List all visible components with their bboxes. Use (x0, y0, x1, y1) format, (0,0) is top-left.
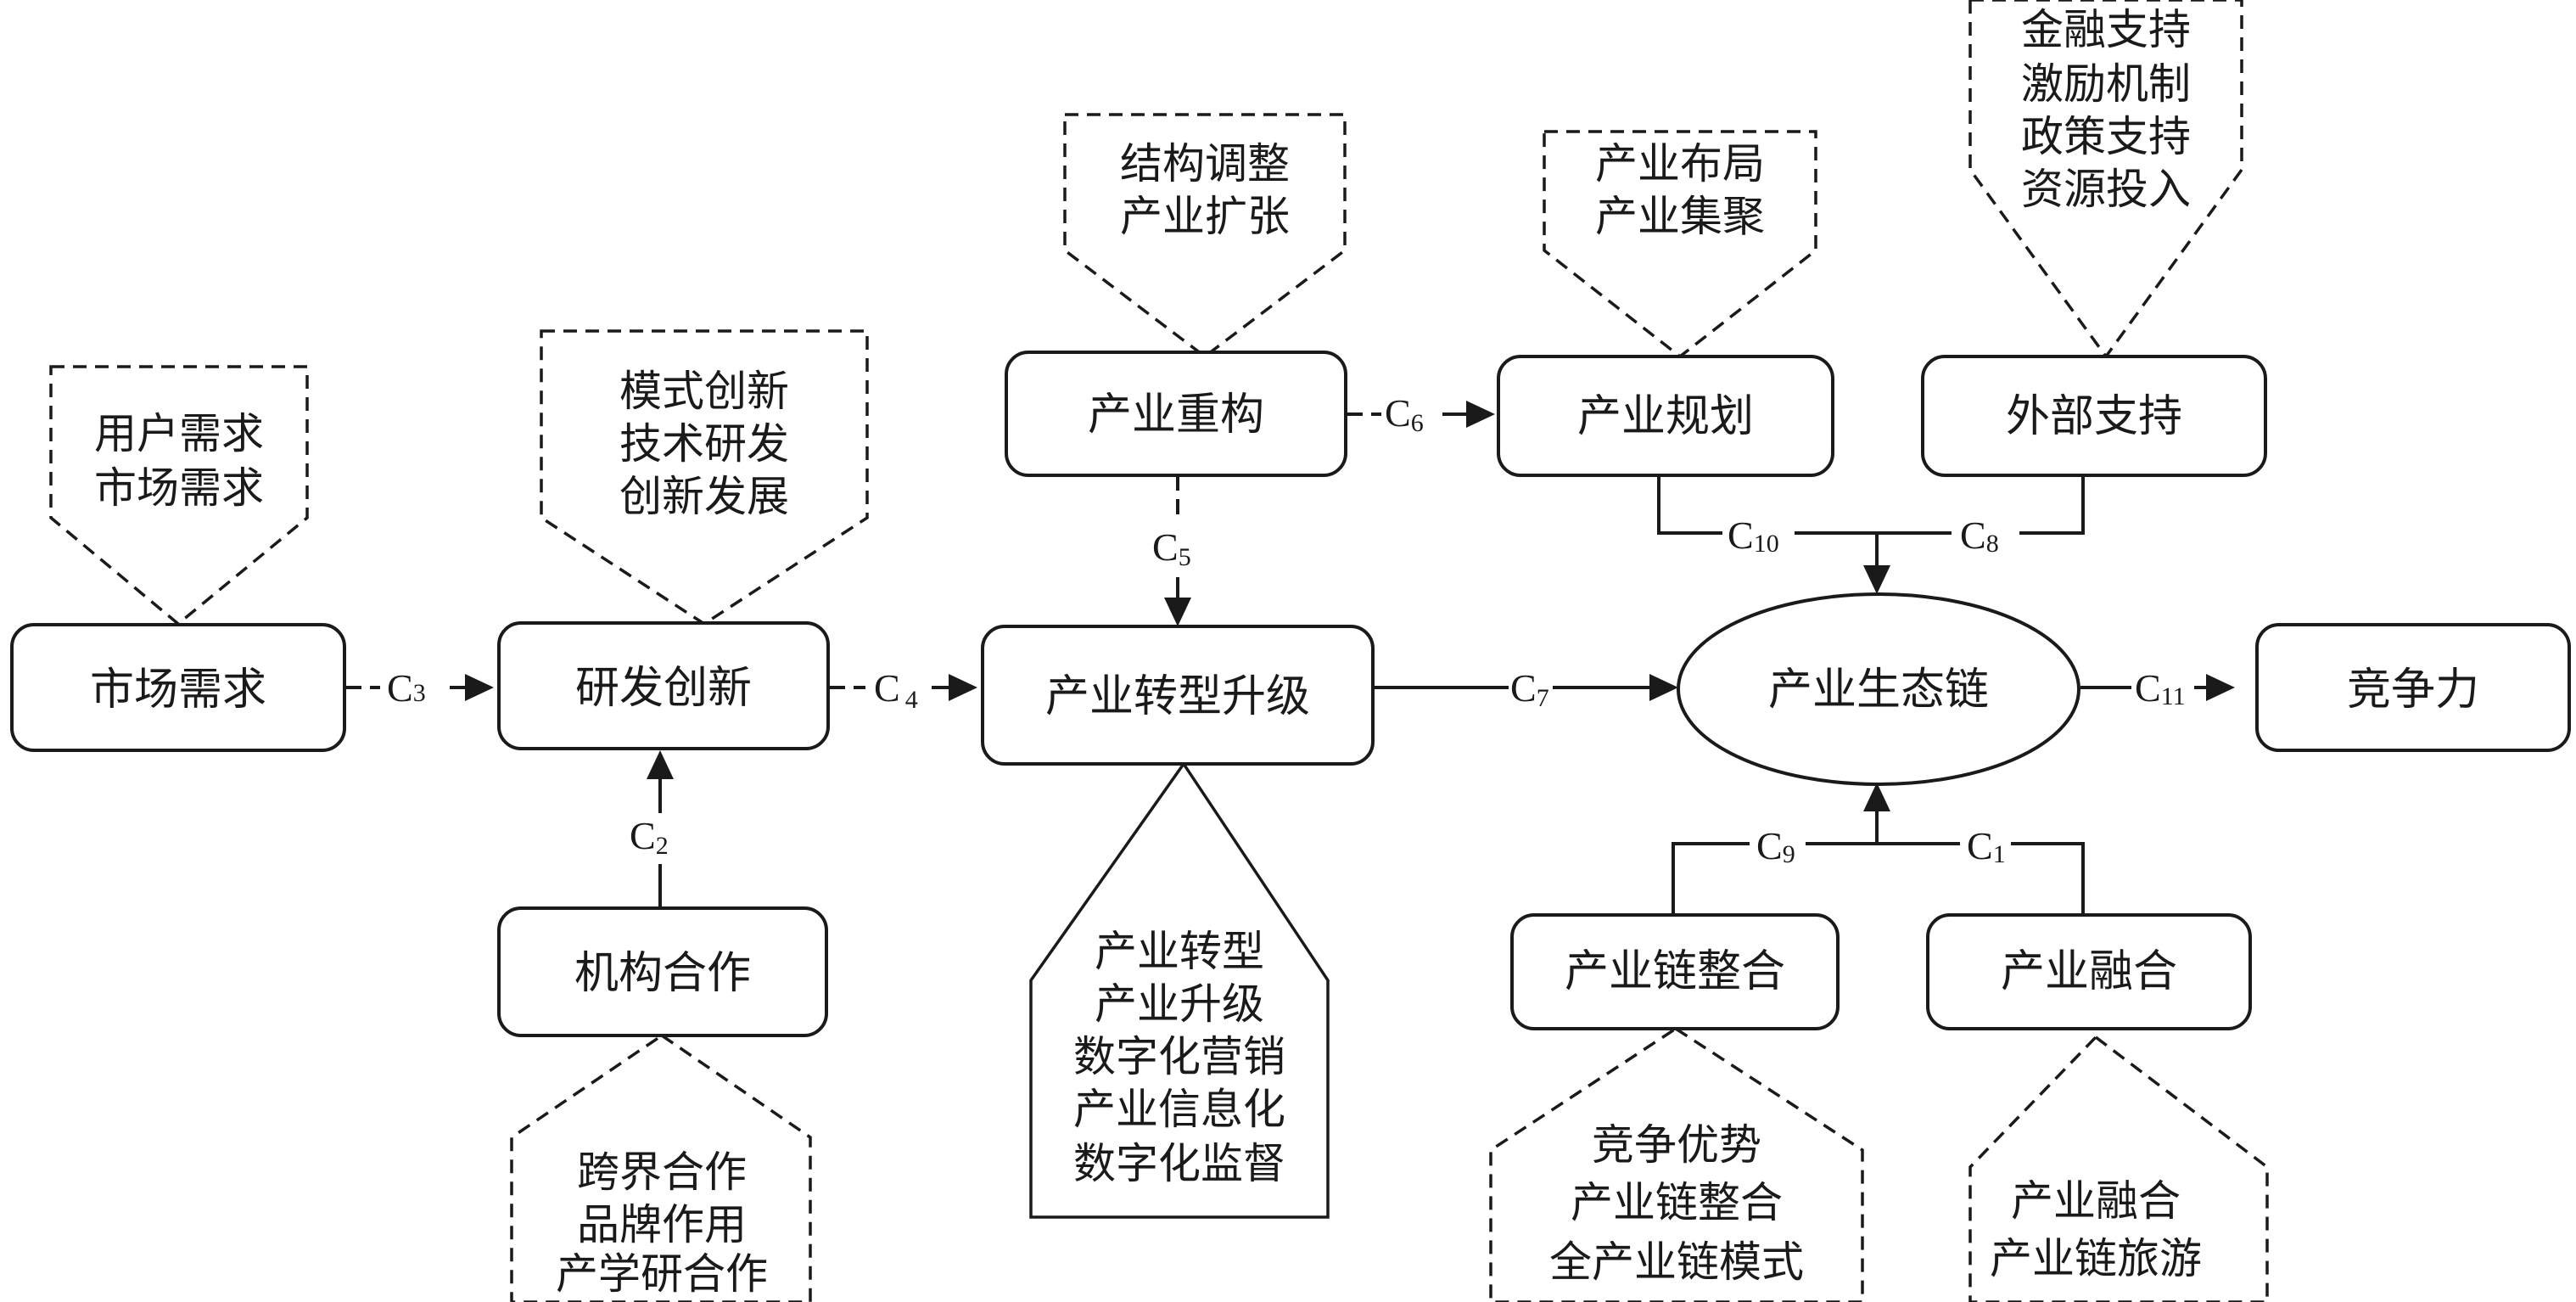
arrowhead-c11 (2206, 674, 2235, 701)
node-industry-fusion (1926, 913, 2252, 1030)
callout-restructure (1063, 113, 1347, 359)
callout-support-line-3: 政策支持 (2021, 112, 2191, 161)
edge-c9 (1672, 842, 1750, 915)
callout-coop-line-3: 产学研合作 (556, 1249, 768, 1299)
node-industry-fusion-label: 产业融合 (2001, 946, 2177, 997)
arrowhead-c8-c10 (1863, 565, 1890, 594)
callout-industry-upgrade (1029, 760, 1330, 1219)
node-institution-coop (497, 906, 828, 1037)
edge-label-c11: C11 (2135, 666, 2186, 710)
callout-external-support (1968, 0, 2243, 359)
node-industry-planning (1497, 355, 1834, 477)
callout-market-demand (49, 365, 309, 626)
node-industry-restructure-label: 产业重构 (1088, 390, 1264, 441)
callout-rd-innovation (540, 329, 869, 626)
callout-institution-coop (510, 1033, 812, 1302)
callout-rd-line-1: 模式创新 (619, 367, 789, 416)
callout-rd-line-3: 创新发展 (619, 472, 789, 521)
callout-integration-line-2: 产业链整合 (1571, 1178, 1783, 1227)
node-ecosystem-chain-label: 产业生态链 (1768, 665, 1989, 716)
arrowhead-c5 (1164, 598, 1191, 626)
node-ecosystem-chain (1677, 592, 2080, 786)
callout-market-demand-line-2: 市场需求 (94, 463, 264, 513)
callout-upgrade-line-1: 产业转型 (1095, 927, 1264, 976)
node-rd-innovation-label: 研发创新 (575, 663, 752, 714)
edge-label-c1: C1 (1967, 824, 2006, 868)
callout-chain-integration (1489, 1026, 1864, 1302)
arrowhead-c7 (1649, 674, 1678, 701)
node-competitiveness (2255, 623, 2571, 752)
callout-upgrade-line-2: 产业升级 (1095, 979, 1264, 1029)
arrowhead-c6 (1466, 401, 1495, 428)
callout-support-line-4: 资源投入 (2021, 165, 2191, 214)
node-market-demand-label: 市场需求 (90, 665, 266, 716)
node-external-support (1921, 355, 2267, 477)
edge-label-c9: C9 (1756, 824, 1795, 868)
node-chain-integration (1510, 913, 1840, 1030)
callout-fusion-line-1: 产业融合 (2011, 1176, 2181, 1226)
node-industry-upgrade-label: 产业转型升级 (1045, 671, 1310, 722)
callout-fusion-line-2: 产业链旅游 (1990, 1234, 2202, 1283)
node-industry-restructure (1005, 351, 1347, 477)
node-institution-coop-label: 机构合作 (574, 948, 751, 999)
callout-market-demand-line-1: 用户需求 (94, 409, 264, 458)
callout-support-line-2: 激励机制 (2021, 59, 2191, 109)
arrowhead-c4 (949, 674, 977, 701)
callout-upgrade-line-3: 数字化营销 (1073, 1032, 1285, 1081)
callout-upgrade-line-5: 数字化监督 (1073, 1139, 1285, 1188)
callout-coop-line-1: 跨界合作 (577, 1148, 747, 1197)
callout-coop-line-2: 品牌作用 (577, 1200, 747, 1249)
node-rd-innovation (497, 621, 830, 750)
node-industry-planning-label: 产业规划 (1577, 391, 1754, 442)
callout-restructure-line-2: 产业扩张 (1120, 192, 1290, 241)
callout-restructure-line-1: 结构调整 (1120, 139, 1290, 188)
node-external-support-label: 外部支持 (2006, 391, 2182, 442)
callout-planning-line-1: 产业布局 (1595, 139, 1765, 188)
edge-label-c7: C7 (1510, 666, 1549, 712)
edge-label-c6: C6 (1385, 391, 1424, 437)
callout-planning (1543, 130, 1817, 359)
edge-c8 (2019, 475, 2085, 535)
arrowhead-c1-c9 (1863, 783, 1890, 811)
arrowhead-c3 (465, 674, 494, 701)
node-industry-upgrade (981, 625, 1375, 766)
edge-c1 (2011, 842, 2085, 915)
node-market-demand (10, 623, 346, 752)
callout-rd-line-2: 技术研发 (619, 419, 789, 469)
node-competitiveness-label: 竞争力 (2347, 665, 2479, 716)
edge-c10 (1657, 475, 1722, 535)
callout-integration-line-3: 全产业链模式 (1549, 1237, 1804, 1287)
edge-label-c10: C10 (1728, 514, 1779, 558)
callout-integration-line-1: 竞争优势 (1592, 1120, 1761, 1170)
node-chain-integration-label: 产业链整合 (1565, 946, 1785, 997)
edge-label-c3: C3 (387, 666, 426, 710)
callout-planning-line-2: 产业集聚 (1595, 192, 1765, 241)
edge-label-c5: C5 (1152, 525, 1191, 571)
callout-support-line-1: 金融支持 (2021, 5, 2191, 54)
edge-label-c8: C8 (1960, 514, 1999, 558)
edge-label-c2: C2 (630, 814, 669, 860)
arrowhead-c2 (647, 750, 674, 779)
callout-upgrade-line-4: 产业信息化 (1073, 1085, 1285, 1134)
callout-industry-fusion (1968, 1035, 2269, 1302)
